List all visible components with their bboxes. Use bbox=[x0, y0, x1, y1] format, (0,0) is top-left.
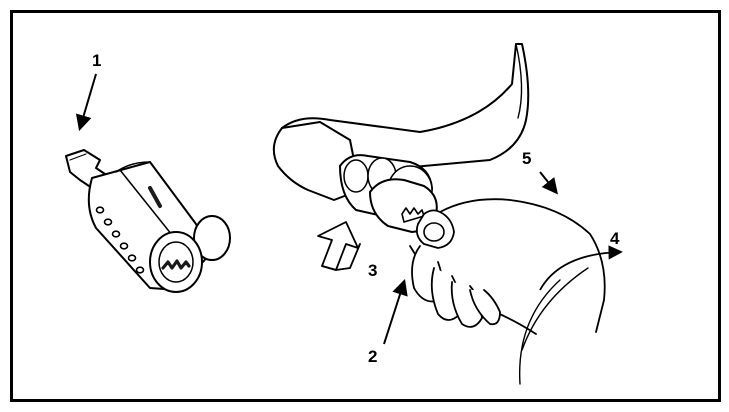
lever-hub bbox=[272, 121, 361, 201]
callout-3: 3 bbox=[368, 261, 377, 280]
finger-4 bbox=[469, 289, 501, 326]
lock-cylinder bbox=[65, 149, 231, 293]
callout-2: 2 bbox=[368, 347, 377, 366]
hand bbox=[409, 198, 606, 385]
arrow-3-block bbox=[317, 221, 361, 271]
callout-5: 5 bbox=[522, 149, 531, 168]
hand-back bbox=[439, 198, 606, 333]
keyway bbox=[161, 259, 191, 270]
arrow-2 bbox=[383, 278, 408, 345]
arrow-4 bbox=[539, 245, 623, 291]
callout-4: 4 bbox=[610, 229, 620, 248]
callout-1: 1 bbox=[92, 51, 101, 70]
arrow-5 bbox=[539, 171, 558, 195]
lever-handle bbox=[272, 43, 530, 233]
key-bit bbox=[401, 207, 425, 223]
cylinder-slot bbox=[148, 186, 162, 208]
thumbnail bbox=[423, 222, 445, 242]
pin-holes bbox=[95, 206, 145, 274]
arrow-1 bbox=[75, 73, 97, 132]
